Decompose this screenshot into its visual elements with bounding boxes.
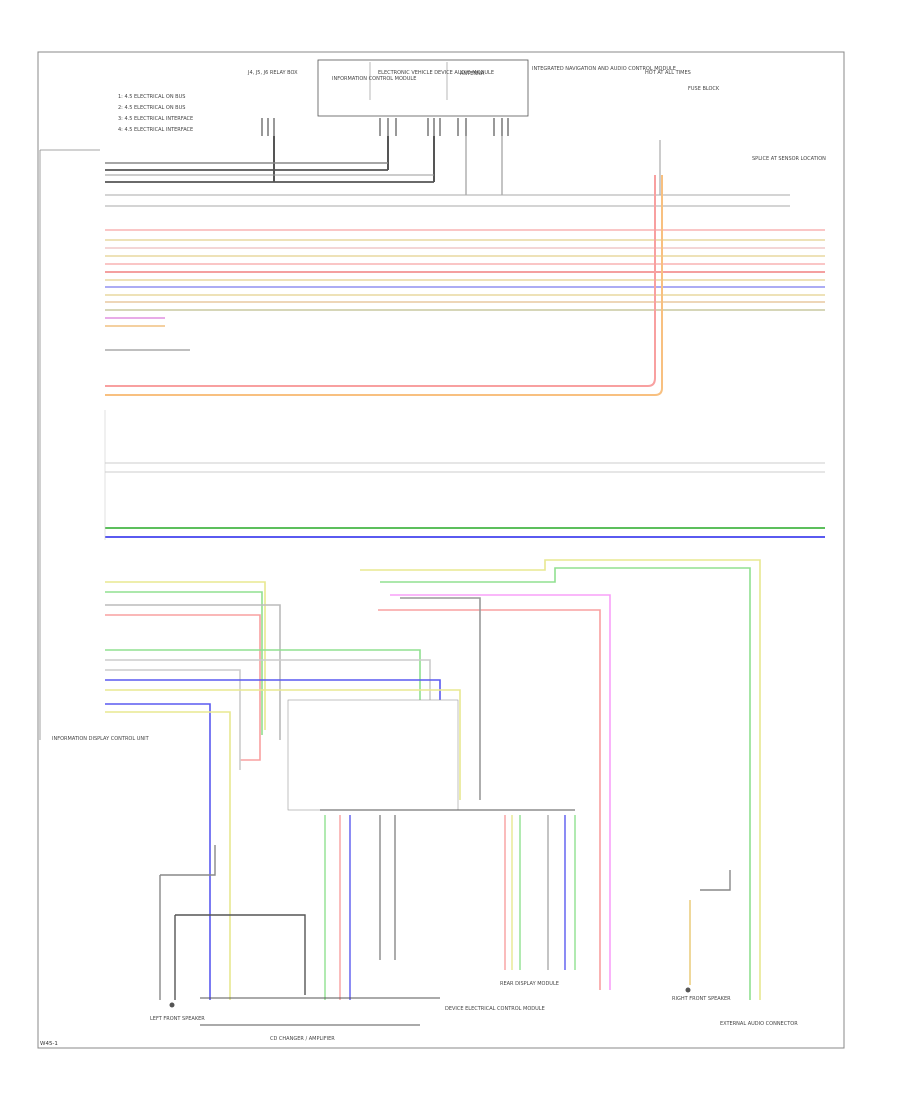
- top-right-label-b: FUSE BLOCK: [688, 86, 720, 92]
- top-right-label-a: HOT AT ALL TIMES: [645, 70, 691, 76]
- right-block-label: INTEGRATED NAVIGATION AND AUDIO CONTROL …: [532, 66, 676, 72]
- rear-antenna-label: EXTERNAL AUDIO CONNECTOR: [720, 1021, 798, 1027]
- device-module-label: DEVICE ELECTRICAL CONTROL MODULE: [445, 1006, 545, 1012]
- colored-bundle: [105, 229, 825, 351]
- splice-right-label: SPLICE AT SENSOR LOCATION: [752, 156, 826, 162]
- ground-icon: [169, 987, 691, 1008]
- left-side-label: INFORMATION DISPLAY CONTROL UNIT: [52, 736, 150, 742]
- rear-display-label: REAR DISPLAY MODULE: [500, 981, 559, 987]
- legend: 1: 4.5 ELECTRICAL ON BUS 2: 4.5 ELECTRIC…: [118, 94, 193, 133]
- center-module-label: CD CHANGER / AMPLIFIER: [270, 1036, 335, 1042]
- return-wires: [105, 175, 663, 396]
- top-connector-pins: [261, 118, 509, 136]
- center-connector-block: [287, 699, 575, 811]
- box-mid-label: ELECTRONIC VEHICLE DEVICE AUDIO MODULE: [378, 70, 494, 76]
- box-right-label: ANTENNA: [460, 71, 485, 77]
- top-module-box: INFORMATION CONTROL MODULE ELECTRONIC VE…: [317, 59, 529, 117]
- legend-item-1: 1: 4.5 ELECTRICAL ON BUS: [118, 94, 185, 100]
- bottom-bus: [200, 997, 440, 1026]
- footer-code: W45-1: [40, 1041, 58, 1047]
- bottom-labels: LEFT FRONT SPEAKER CD CHANGER / AMPLIFIE…: [40, 736, 798, 1047]
- middle-wires: [104, 410, 825, 540]
- upper-bus-wires: [39, 149, 790, 740]
- lower-component-wires: [159, 815, 731, 1000]
- legend-item-3: 3: 4.5 ELECTRICAL INTERFACE: [118, 116, 193, 122]
- legend-item-4: 4: 4.5 ELECTRICAL INTERFACE: [118, 127, 193, 133]
- diagram-border: [37, 51, 845, 1049]
- top-vertical-drops: [273, 136, 661, 195]
- right-speaker-label: RIGHT FRONT SPEAKER: [672, 996, 731, 1002]
- legend-item-2: 2: 4.5 ELECTRICAL ON BUS: [118, 105, 185, 111]
- left-connector-label: J4, J5, J6 RELAY BOX: [247, 70, 298, 76]
- box-left-label: INFORMATION CONTROL MODULE: [332, 76, 416, 82]
- left-speaker-label: LEFT FRONT SPEAKER: [150, 1016, 205, 1022]
